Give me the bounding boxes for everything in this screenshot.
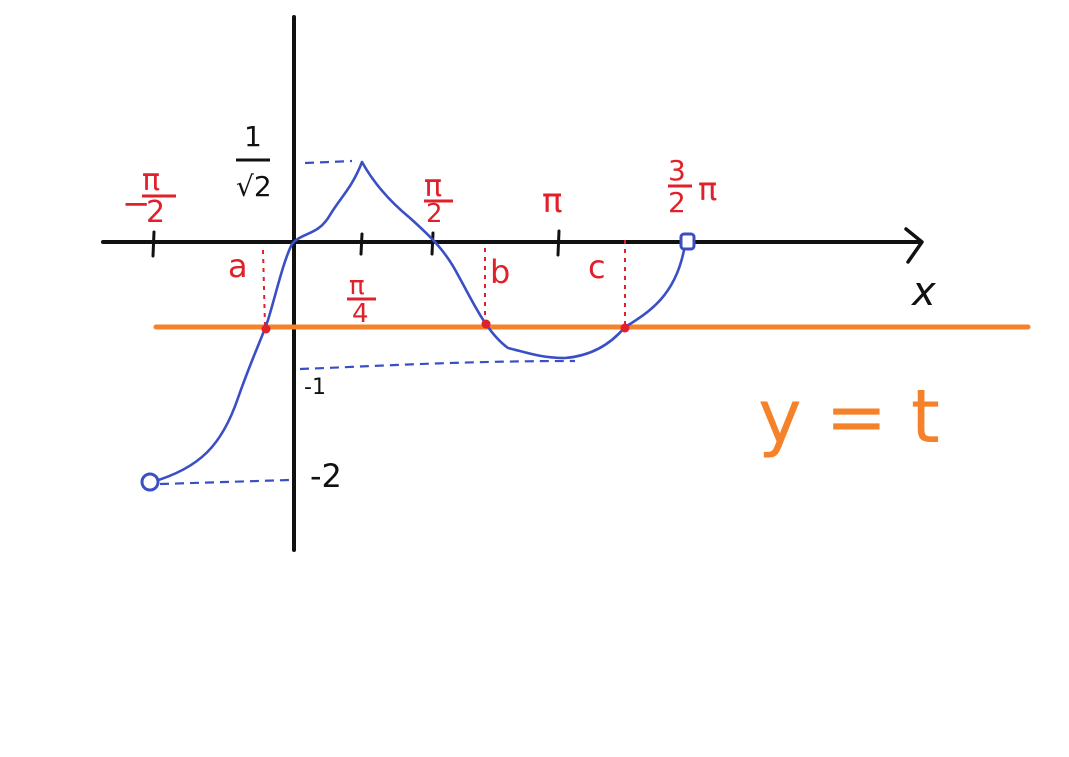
svg-text:4: 4 (352, 299, 369, 329)
intersection-dots (261, 319, 630, 334)
svg-text:2: 2 (668, 186, 686, 219)
function-curve (150, 160, 688, 484)
line-label-y-equals-t: y = t (758, 374, 940, 460)
label-pi-half: π 2 (424, 169, 453, 229)
label-a: a (228, 247, 248, 285)
open-endpoint-right (679, 232, 696, 251)
axes (101, 15, 924, 552)
dashed-guides (159, 159, 576, 486)
svg-text:1: 1 (244, 120, 262, 153)
label-c: c (588, 248, 606, 286)
label-minus-one: -1 (304, 375, 326, 400)
svg-text:2: 2 (146, 195, 165, 230)
svg-text:π: π (698, 170, 717, 208)
guide-minus-two (159, 478, 291, 486)
open-endpoint-left (140, 472, 160, 492)
intersection-b-dot (481, 319, 491, 329)
tick-neg-pi-half (151, 230, 156, 258)
label-b: b (490, 253, 510, 291)
x-ticks (151, 229, 561, 258)
label-three-half-pi: 3 2 π (668, 154, 717, 219)
svg-text:2: 2 (426, 199, 443, 229)
tick-pi-quarter (359, 232, 364, 256)
intersection-c-dot (620, 323, 630, 333)
svg-text:3: 3 (668, 154, 686, 187)
label-one-over-root2: 1 √2 (236, 120, 272, 203)
x-axis-arrowhead (904, 227, 924, 264)
red-guides (262, 240, 626, 328)
svg-text:√2: √2 (236, 170, 272, 203)
tick-pi-half (430, 231, 435, 256)
guide-a (262, 249, 266, 328)
svg-text:−: − (122, 184, 151, 224)
svg-text:π: π (349, 271, 365, 301)
tick-pi (556, 229, 561, 257)
svg-text:π: π (142, 163, 160, 198)
guide-minus-one (299, 359, 576, 371)
svg-text:π: π (424, 169, 442, 204)
label-pi: π (542, 181, 562, 221)
intersection-a-dot (261, 324, 271, 334)
guide-one-over-root2 (304, 159, 353, 165)
label-neg-pi-half: − π 2 (122, 163, 176, 230)
x-axis-label: x (910, 269, 936, 315)
label-minus-two: -2 (310, 457, 342, 495)
label-pi-quarter: π 4 (347, 271, 376, 329)
